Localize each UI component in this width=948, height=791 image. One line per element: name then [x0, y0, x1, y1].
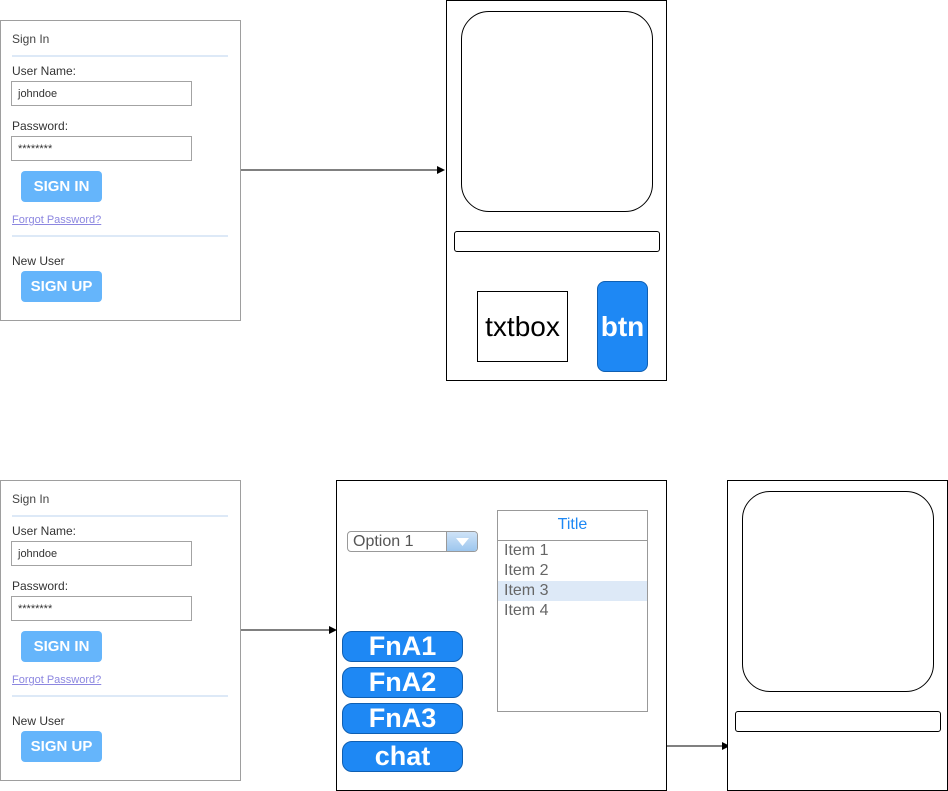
screen-display — [461, 11, 653, 212]
password-label: Password: — [12, 119, 69, 133]
fna3-button[interactable]: FnA3 — [342, 703, 463, 734]
chat-button[interactable]: chat — [342, 741, 463, 772]
action-button[interactable]: btn — [597, 281, 648, 372]
username-field[interactable]: johndoe — [11, 541, 192, 566]
divider — [12, 235, 228, 237]
menu-screen: Option 1 Title Item 1 Item 2 Item 3 Item… — [336, 480, 667, 791]
list-title: Title — [498, 511, 647, 541]
screen-display — [742, 491, 934, 692]
username-label: User Name: — [12, 524, 77, 538]
fna2-button[interactable]: FnA2 — [342, 667, 463, 698]
signin-button[interactable]: SIGN IN — [21, 171, 102, 202]
list-item-selected[interactable]: Item 3 — [498, 581, 647, 601]
signin-panel: Sign In User Name: johndoe Password: ***… — [0, 480, 241, 781]
username-label: User Name: — [12, 64, 77, 78]
username-field[interactable]: johndoe — [11, 81, 192, 106]
chevron-down-icon[interactable] — [446, 532, 477, 551]
signin-button[interactable]: SIGN IN — [21, 631, 102, 662]
chat-device-frame — [727, 480, 948, 791]
option-dropdown[interactable]: Option 1 — [347, 531, 478, 552]
list-item[interactable]: Item 2 — [504, 562, 549, 579]
password-field[interactable]: ******** — [11, 596, 192, 621]
signin-title: Sign In — [12, 492, 50, 506]
dropdown-value: Option 1 — [353, 533, 414, 550]
forgot-password-link[interactable]: Forgot Password? — [12, 214, 102, 226]
fna1-button[interactable]: FnA1 — [342, 631, 463, 662]
password-label: Password: — [12, 579, 69, 593]
signin-panel: Sign In User Name: johndoe Password: ***… — [0, 20, 241, 321]
new-user-label: New User — [12, 714, 65, 728]
input-line[interactable] — [454, 231, 660, 252]
divider — [12, 55, 228, 57]
signup-button[interactable]: SIGN UP — [21, 731, 102, 762]
divider — [12, 695, 228, 697]
list-item[interactable]: Item 1 — [504, 542, 549, 559]
forgot-password-link[interactable]: Forgot Password? — [12, 674, 102, 686]
input-line[interactable] — [735, 711, 941, 732]
signup-button[interactable]: SIGN UP — [21, 271, 102, 302]
divider — [12, 515, 228, 517]
device-frame: txtbox btn — [446, 0, 667, 381]
new-user-label: New User — [12, 254, 65, 268]
list-box: Title Item 1 Item 2 Item 3 Item 4 — [497, 510, 648, 712]
password-field[interactable]: ******** — [11, 136, 192, 161]
signin-title: Sign In — [12, 32, 50, 46]
list-item[interactable]: Item 4 — [504, 602, 549, 619]
textbox[interactable]: txtbox — [477, 291, 568, 362]
